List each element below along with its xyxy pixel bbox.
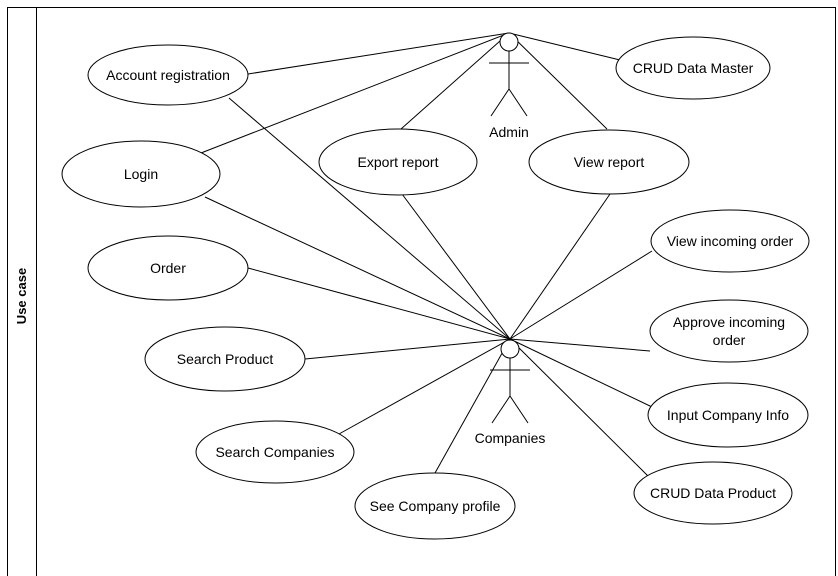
actor-label: Admin: [489, 124, 529, 140]
associations: [200, 32, 653, 477]
stick-figure-icon: [489, 32, 529, 117]
association-line: [247, 267, 511, 340]
association-line: [247, 32, 510, 75]
use-case-ellipse: [87, 235, 249, 301]
use-case-order: Order: [87, 235, 249, 301]
association-line: [338, 338, 511, 435]
association-line: [434, 338, 511, 474]
use-case-ellipse: [650, 209, 810, 273]
use-case-search-product: Search Product: [144, 326, 306, 392]
use-case-account-registration: Account registration: [87, 44, 249, 106]
association-line: [228, 97, 511, 340]
use-case-label: View incoming order: [667, 233, 794, 249]
use-case-label: Search Product: [177, 351, 274, 367]
association-line: [509, 338, 653, 408]
association-line: [509, 338, 651, 352]
association-line: [509, 338, 649, 477]
use-case-ellipse: [61, 140, 221, 208]
use-case-ellipse: [87, 44, 249, 106]
actor-admin: Admin: [489, 32, 529, 140]
use-case-login: Login: [61, 140, 221, 208]
stick-figure-icon: [490, 339, 530, 424]
use-case-ellipse: [354, 472, 516, 540]
use-case-ellipse: [649, 299, 809, 363]
use-case-label: View report: [574, 154, 645, 170]
actor-companies: Companies: [475, 339, 546, 446]
use-case-label: CRUD Data Master: [633, 60, 754, 76]
use-case-input-company-info: Input Company Info: [647, 382, 809, 448]
use-case-label: order: [713, 332, 746, 348]
use-case-label: Account registration: [106, 67, 230, 83]
use-case-ellipse: [633, 461, 793, 525]
use-case-view-incoming-order: View incoming order: [650, 209, 810, 273]
use-case-approve-incoming-order: Approve incoming order: [649, 299, 809, 363]
association-line: [204, 196, 511, 340]
use-case-crud-data-master: CRUD Data Master: [615, 36, 771, 100]
use-case-ellipse: [647, 382, 809, 448]
use-case-ellipse: [144, 326, 306, 392]
association-line: [508, 32, 621, 61]
association-line: [509, 250, 653, 340]
use-case-ellipse: [318, 128, 478, 196]
actor-label: Companies: [475, 430, 546, 446]
use-case-view-report: View report: [528, 129, 690, 195]
use-case-label: Input Company Info: [667, 407, 789, 423]
association-line: [304, 338, 511, 360]
use-case-ellipse: [615, 36, 771, 100]
use-case-label: Order: [150, 260, 186, 276]
use-case-label: Login: [124, 166, 158, 182]
use-case-label: Search Companies: [215, 444, 334, 460]
use-case-label: See Company profile: [370, 498, 501, 514]
use-case-search-companies: Search Companies: [195, 420, 355, 484]
use-case-crud-data-product: CRUD Data Product: [633, 461, 793, 525]
use-cases: Account registration CRUD Data MasterLogi…: [61, 36, 810, 540]
association-line: [509, 193, 611, 340]
association-line: [400, 32, 510, 130]
use-case-see-company-profile: See Company profile: [354, 472, 516, 540]
association-line: [508, 32, 608, 130]
use-case-label: Export report: [358, 154, 439, 170]
use-case-ellipse: [528, 129, 690, 195]
use-case-export-report: Export report: [318, 128, 478, 196]
use-case-label: Approve incoming: [673, 314, 785, 330]
use-case-label: CRUD Data Product: [650, 485, 776, 501]
use-case-ellipse: [195, 420, 355, 484]
association-line: [401, 193, 511, 340]
pool-label: Use case: [14, 268, 29, 324]
association-line: [200, 32, 510, 154]
